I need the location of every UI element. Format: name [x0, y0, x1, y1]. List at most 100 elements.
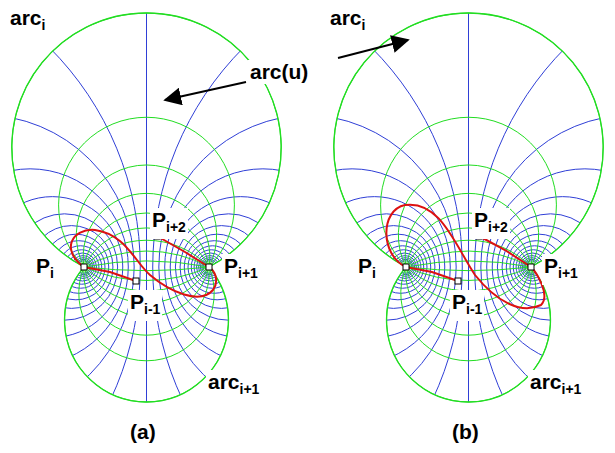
- grid-line: [68, 253, 96, 281]
- point-label: arci+1: [528, 370, 583, 401]
- arc-curve: [406, 267, 531, 335]
- grid-line: [497, 214, 603, 320]
- point-marker: [81, 264, 87, 270]
- label-base: P: [358, 254, 372, 277]
- point-label: Pi-1: [128, 290, 162, 321]
- outer-arc: [334, 13, 603, 402]
- label-subscript: i+1: [238, 265, 258, 281]
- green-grid: [334, 13, 603, 402]
- grid-line: [159, 115, 463, 419]
- arc-curve: [381, 117, 557, 267]
- arc-curve: [84, 251, 209, 267]
- arc-curve: [79, 267, 214, 361]
- arc-curve: [59, 117, 235, 267]
- label-subscript: i: [42, 17, 46, 33]
- grid-line: [475, 0, 615, 453]
- arc-curve: [406, 267, 531, 280]
- point-label: Pi: [34, 254, 56, 285]
- arc-curve: [387, 267, 551, 402]
- point-label: Pi+1: [542, 254, 580, 285]
- point-label: Pi+2: [150, 208, 188, 239]
- leader-arrow: [338, 40, 408, 58]
- label-base: P: [474, 208, 488, 231]
- grid-line: [0, 115, 134, 419]
- label-subscript: i+1: [558, 265, 578, 281]
- grid-line: [492, 197, 615, 338]
- grid-line: [146, 0, 147, 453]
- point-label: Pi-1: [450, 290, 484, 321]
- label-base: (b): [452, 420, 479, 443]
- label-base: arc: [10, 6, 42, 29]
- point-marker: [133, 278, 139, 284]
- grid-line: [0, 169, 128, 365]
- label-subscript: i: [50, 265, 54, 281]
- arc-curve: [406, 213, 531, 267]
- label-subscript: i: [372, 265, 376, 281]
- red-curve: [71, 230, 216, 297]
- label-subscript: i: [362, 17, 366, 33]
- point-label: Pi: [356, 254, 378, 285]
- point-label: (b): [450, 420, 481, 444]
- arc-curve: [84, 261, 209, 267]
- point-marker: [528, 264, 534, 270]
- grid-line: [468, 0, 469, 453]
- point-label: Pi+1: [222, 254, 260, 285]
- leader-arrow: [165, 82, 246, 100]
- outer-arc: [12, 13, 281, 402]
- arc-curve: [398, 165, 538, 267]
- label-base: (a): [130, 420, 156, 443]
- grid-line: [197, 253, 225, 281]
- grid-line: [64, 250, 98, 284]
- grid-line: [175, 214, 281, 320]
- arc-curve: [84, 267, 209, 335]
- label-base: arc(u): [250, 60, 308, 83]
- point-label: arc(u): [248, 60, 310, 84]
- arc-curve: [84, 228, 209, 267]
- label-base: arc: [530, 370, 562, 393]
- label-base: arc: [330, 6, 362, 29]
- label-base: P: [36, 254, 50, 277]
- green-grid: [12, 13, 281, 402]
- point-marker: [403, 264, 409, 270]
- grid-line: [0, 0, 462, 453]
- label-base: P: [452, 290, 466, 313]
- point-label: arci+1: [206, 370, 261, 401]
- label-subscript: i+1: [562, 381, 582, 397]
- grid-line: [30, 226, 113, 309]
- grid-line: [352, 226, 435, 309]
- arc-curve: [84, 213, 209, 267]
- arc-curve: [84, 240, 209, 267]
- grid-line: [254, 169, 450, 365]
- label-subscript: i+2: [166, 219, 186, 235]
- arc-curve: [65, 267, 229, 402]
- label-subscript: i-1: [144, 301, 160, 317]
- point-label: arci: [8, 6, 47, 37]
- label-subscript: i+1: [240, 381, 260, 397]
- point-label: Pi+2: [472, 208, 510, 239]
- label-base: P: [224, 254, 238, 277]
- label-base: P: [130, 290, 144, 313]
- grid-line: [153, 0, 615, 453]
- point-label: arci: [328, 6, 367, 37]
- grid-line: [481, 115, 615, 419]
- arc-curve: [84, 267, 209, 280]
- label-subscript: i-1: [466, 301, 482, 317]
- point-marker: [206, 264, 212, 270]
- label-subscript: i+2: [488, 219, 508, 235]
- grid-line: [165, 169, 361, 365]
- grid-line: [11, 214, 117, 320]
- grid-line: [0, 197, 123, 338]
- arc-curve: [401, 267, 536, 361]
- label-base: arc: [208, 370, 240, 393]
- arc-curve: [406, 228, 531, 267]
- grid-line: [487, 169, 615, 365]
- label-base: P: [544, 254, 558, 277]
- arc-curve: [76, 165, 216, 267]
- point-markers: [81, 233, 534, 284]
- label-base: P: [152, 208, 166, 231]
- grid-line: [0, 0, 140, 453]
